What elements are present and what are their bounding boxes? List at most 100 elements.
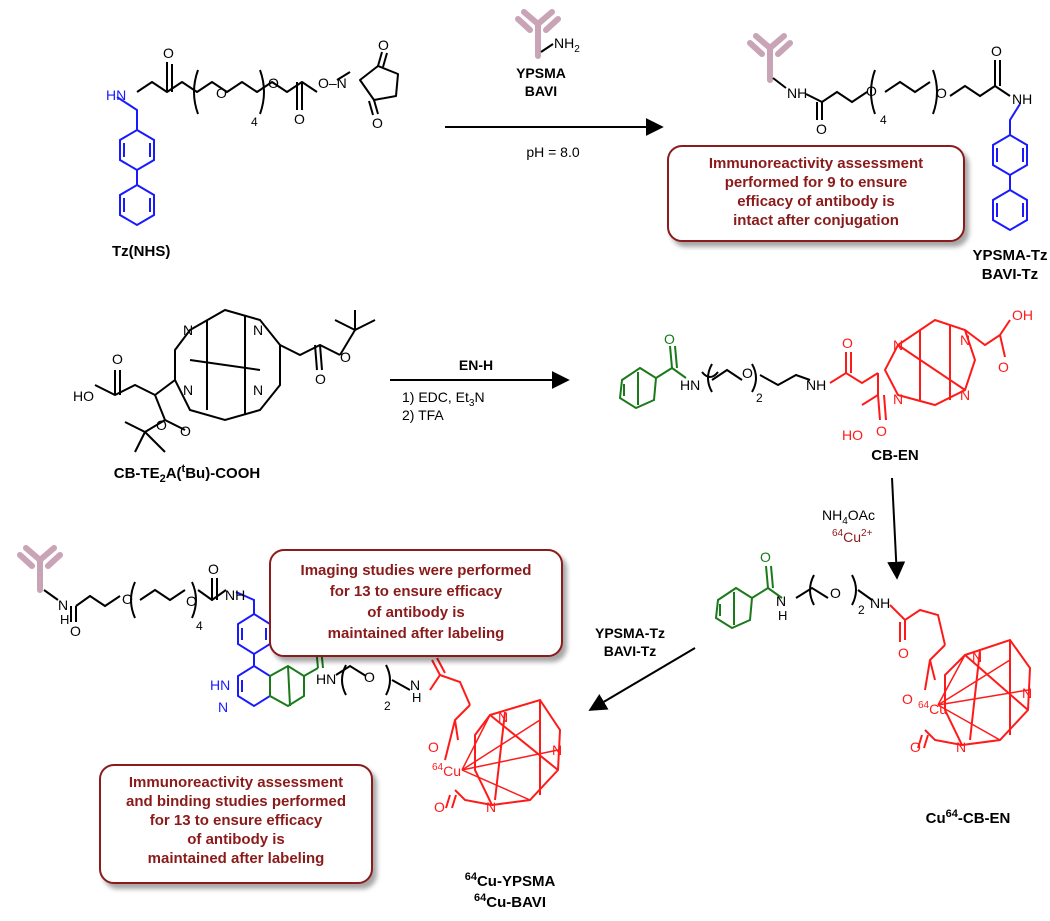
svg-text:for 13 to ensure efficacy: for 13 to ensure efficacy (150, 812, 323, 829)
svg-text:maintained after labeling: maintained after labeling (148, 850, 325, 867)
subscript-four: 4 (251, 115, 258, 129)
atom-o: O (315, 371, 326, 387)
reagent-ypsma: YPSMA (516, 65, 566, 81)
svg-text:maintained after labeling: maintained after labeling (328, 625, 505, 642)
reagent-nh2: NH2 (554, 35, 580, 55)
cb-te2a-structure: N N N N O HO O O O O CB-TE2A(tBu)-COOH (73, 308, 376, 485)
svg-text:Imaging studies were performed: Imaging studies were performed (301, 562, 532, 579)
atom-n: N (183, 382, 193, 398)
cu64-ypsma-structure: N H O O O 4 O NH HN N O HN O 2 N H O O 6… (17, 545, 562, 911)
atom-o: O (186, 593, 197, 609)
atom-n: N (486, 799, 496, 815)
svg-text:Immunoreactivity assessment: Immunoreactivity assessment (709, 155, 923, 172)
atom-n: N (183, 322, 193, 338)
condition-step-1: 1) EDC, Et3N (402, 389, 485, 409)
atom-n: N (253, 322, 263, 338)
atom-o: O (156, 417, 167, 433)
atom-o: O (842, 335, 853, 351)
atom-o: O (364, 669, 375, 685)
copper-atom: 64Cu (432, 762, 461, 779)
reaction-arrow-4 (588, 647, 696, 711)
atom-n: N (776, 593, 786, 609)
atom-o: O (180, 423, 191, 439)
atom-o: O (664, 331, 675, 347)
note-immunoreactivity-conjugation: Immunoreactivity assessment performed fo… (667, 145, 965, 242)
reagent-bavi: BAVI (525, 83, 557, 99)
condition-ph: pH = 8.0 (526, 144, 580, 160)
atom-n: N (498, 709, 508, 725)
tz-nhs-label: Tz(NHS) (112, 243, 170, 260)
ypsma-tz-structure: NH O O 4 O O NH YPSMA-Tz BAVI-Tz (747, 33, 1048, 283)
reagent-cu64: 64Cu2+ (832, 528, 873, 545)
antibody-icon (747, 33, 793, 83)
atom-hn: HN (316, 671, 336, 687)
atom-n: N (960, 332, 970, 348)
atom-h: H (60, 612, 69, 627)
cu64-bavi-label: 64Cu-BAVI (474, 892, 546, 911)
atom-o: O (991, 43, 1002, 59)
atom-o: O (378, 37, 389, 53)
svg-text:Immunoreactivity assessment: Immunoreactivity assessment (129, 774, 343, 791)
cu64-cb-en-label: Cu64-CB-EN (926, 808, 1011, 827)
svg-text:performed for 9 to ensure: performed for 9 to ensure (725, 174, 908, 191)
atom-hn: HN (210, 677, 230, 693)
ypsma-tz-label: YPSMA-Tz (973, 247, 1048, 264)
atom-o: O (936, 85, 947, 101)
cu64-cb-en-structure: O N H O 2 NH O O 64Cu N N N O Cu64-CB-EN (714, 549, 1032, 827)
atom-n: N (1022, 685, 1032, 701)
atom-o: O (216, 85, 227, 101)
atom-o: O (902, 691, 913, 707)
atom-o: O (163, 45, 174, 61)
svg-text:for 13 to ensure efficacy: for 13 to ensure efficacy (330, 583, 503, 600)
reagent-ypsma-tz: YPSMA-Tz (595, 625, 665, 641)
atom-o: O (112, 351, 123, 367)
atom-o: O (122, 591, 133, 607)
svg-text:efficacy of antibody is: efficacy of antibody is (737, 193, 895, 210)
atom-n: N (58, 597, 68, 613)
atom-n: N (972, 649, 982, 665)
atom-nh: NH (225, 587, 245, 603)
subscript-two: 2 (384, 699, 391, 713)
condition-step-2: 2) TFA (402, 407, 444, 423)
note-imaging-studies: Imaging studies were performed for 13 to… (269, 549, 563, 657)
atom-o: O (208, 561, 219, 577)
atom-n: N (552, 742, 562, 758)
atom-o: O (910, 739, 921, 755)
svg-text:intact after conjugation: intact after conjugation (733, 212, 899, 229)
subscript-two: 2 (756, 391, 763, 405)
atom-ho: HO (73, 388, 94, 404)
atom-h: H (778, 608, 787, 623)
atom-o: O (372, 115, 383, 131)
antibody-icon (515, 9, 561, 59)
antibody-reagent: NH2 YPSMA BAVI (515, 9, 580, 99)
atom-n: N (410, 677, 420, 693)
atom-o: O (268, 75, 279, 91)
subscript-two: 2 (858, 603, 865, 617)
reaction-arrow-3 (887, 477, 906, 580)
atom-nh: NH (806, 377, 826, 393)
atom-o: O (340, 349, 351, 365)
subscript-four: 4 (196, 619, 203, 633)
atom-o: O (434, 799, 445, 815)
svg-text:of antibody is: of antibody is (367, 604, 465, 621)
atom-n: N (893, 337, 903, 353)
cu64-ypsma-label: 64Cu-YPSMA (465, 871, 556, 890)
atom-hn: HN (106, 87, 126, 103)
atom-o: O (742, 365, 753, 381)
atom-n: N (956, 739, 966, 755)
atom-n: N (253, 382, 263, 398)
cb-en-label: CB-EN (871, 447, 919, 464)
atom-o: O (428, 739, 439, 755)
atom-o: O (294, 111, 305, 127)
atom-o: O (898, 645, 909, 661)
reagent-en-h: EN-H (459, 357, 493, 373)
atom-oh: HO (842, 427, 863, 443)
note-binding-studies: Immunoreactivity assessment and binding … (99, 764, 373, 884)
antibody-icon (17, 545, 63, 593)
reagent-nh4oac: NH4OAc (822, 507, 875, 527)
copper-atom: 64Cu (918, 700, 947, 717)
atom-nh: NH (1012, 91, 1032, 107)
atom-on: O–N (318, 75, 347, 91)
atom-o: O (816, 121, 827, 137)
